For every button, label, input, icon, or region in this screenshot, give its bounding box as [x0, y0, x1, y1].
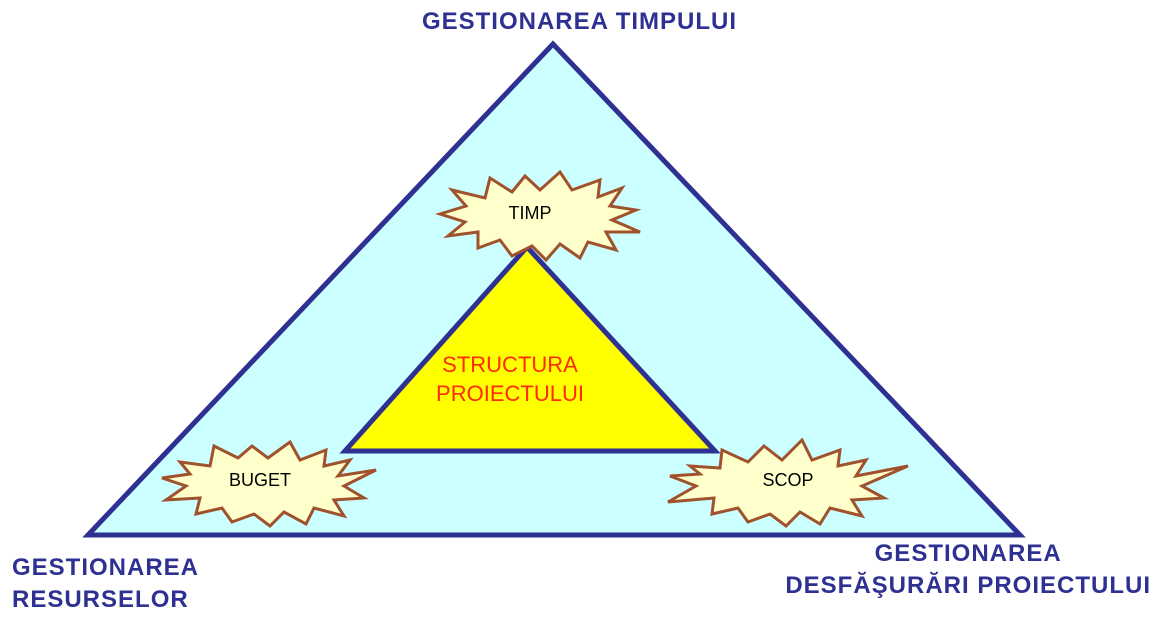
- burst-buget: [160, 439, 377, 528]
- burst-timp-label: TIMP: [508, 203, 552, 223]
- project-structure-label-line2: PROIECTULUI: [436, 381, 584, 406]
- resource-management-label-line2: RESURSELOR: [12, 586, 189, 613]
- burst-buget-label: BUGET: [228, 470, 291, 490]
- project-structure-label: STRUCTURA PROIECTULUI: [380, 350, 640, 408]
- burst-timp: [434, 169, 642, 263]
- project-execution-management-label: GESTIONAREA DESFĂŞURĂRI PROIECTULUI: [785, 538, 1151, 602]
- inner-triangle: [339, 243, 721, 454]
- burst-scop: [667, 437, 909, 528]
- burst-scop-label: SCOP: [762, 470, 814, 490]
- resource-management-label-line1: GESTIONAREA: [12, 554, 200, 581]
- time-management-label: GESTIONAREA TIMPULUI: [421, 8, 738, 35]
- project-execution-management-label-line2: DESFĂŞURĂRI PROIECTULUI: [785, 572, 1151, 599]
- project-execution-management-label-line1: GESTIONAREA: [874, 540, 1062, 567]
- project-structure-label-line1: STRUCTURA: [442, 352, 578, 377]
- resource-management-label: GESTIONAREA RESURSELOR: [12, 552, 199, 616]
